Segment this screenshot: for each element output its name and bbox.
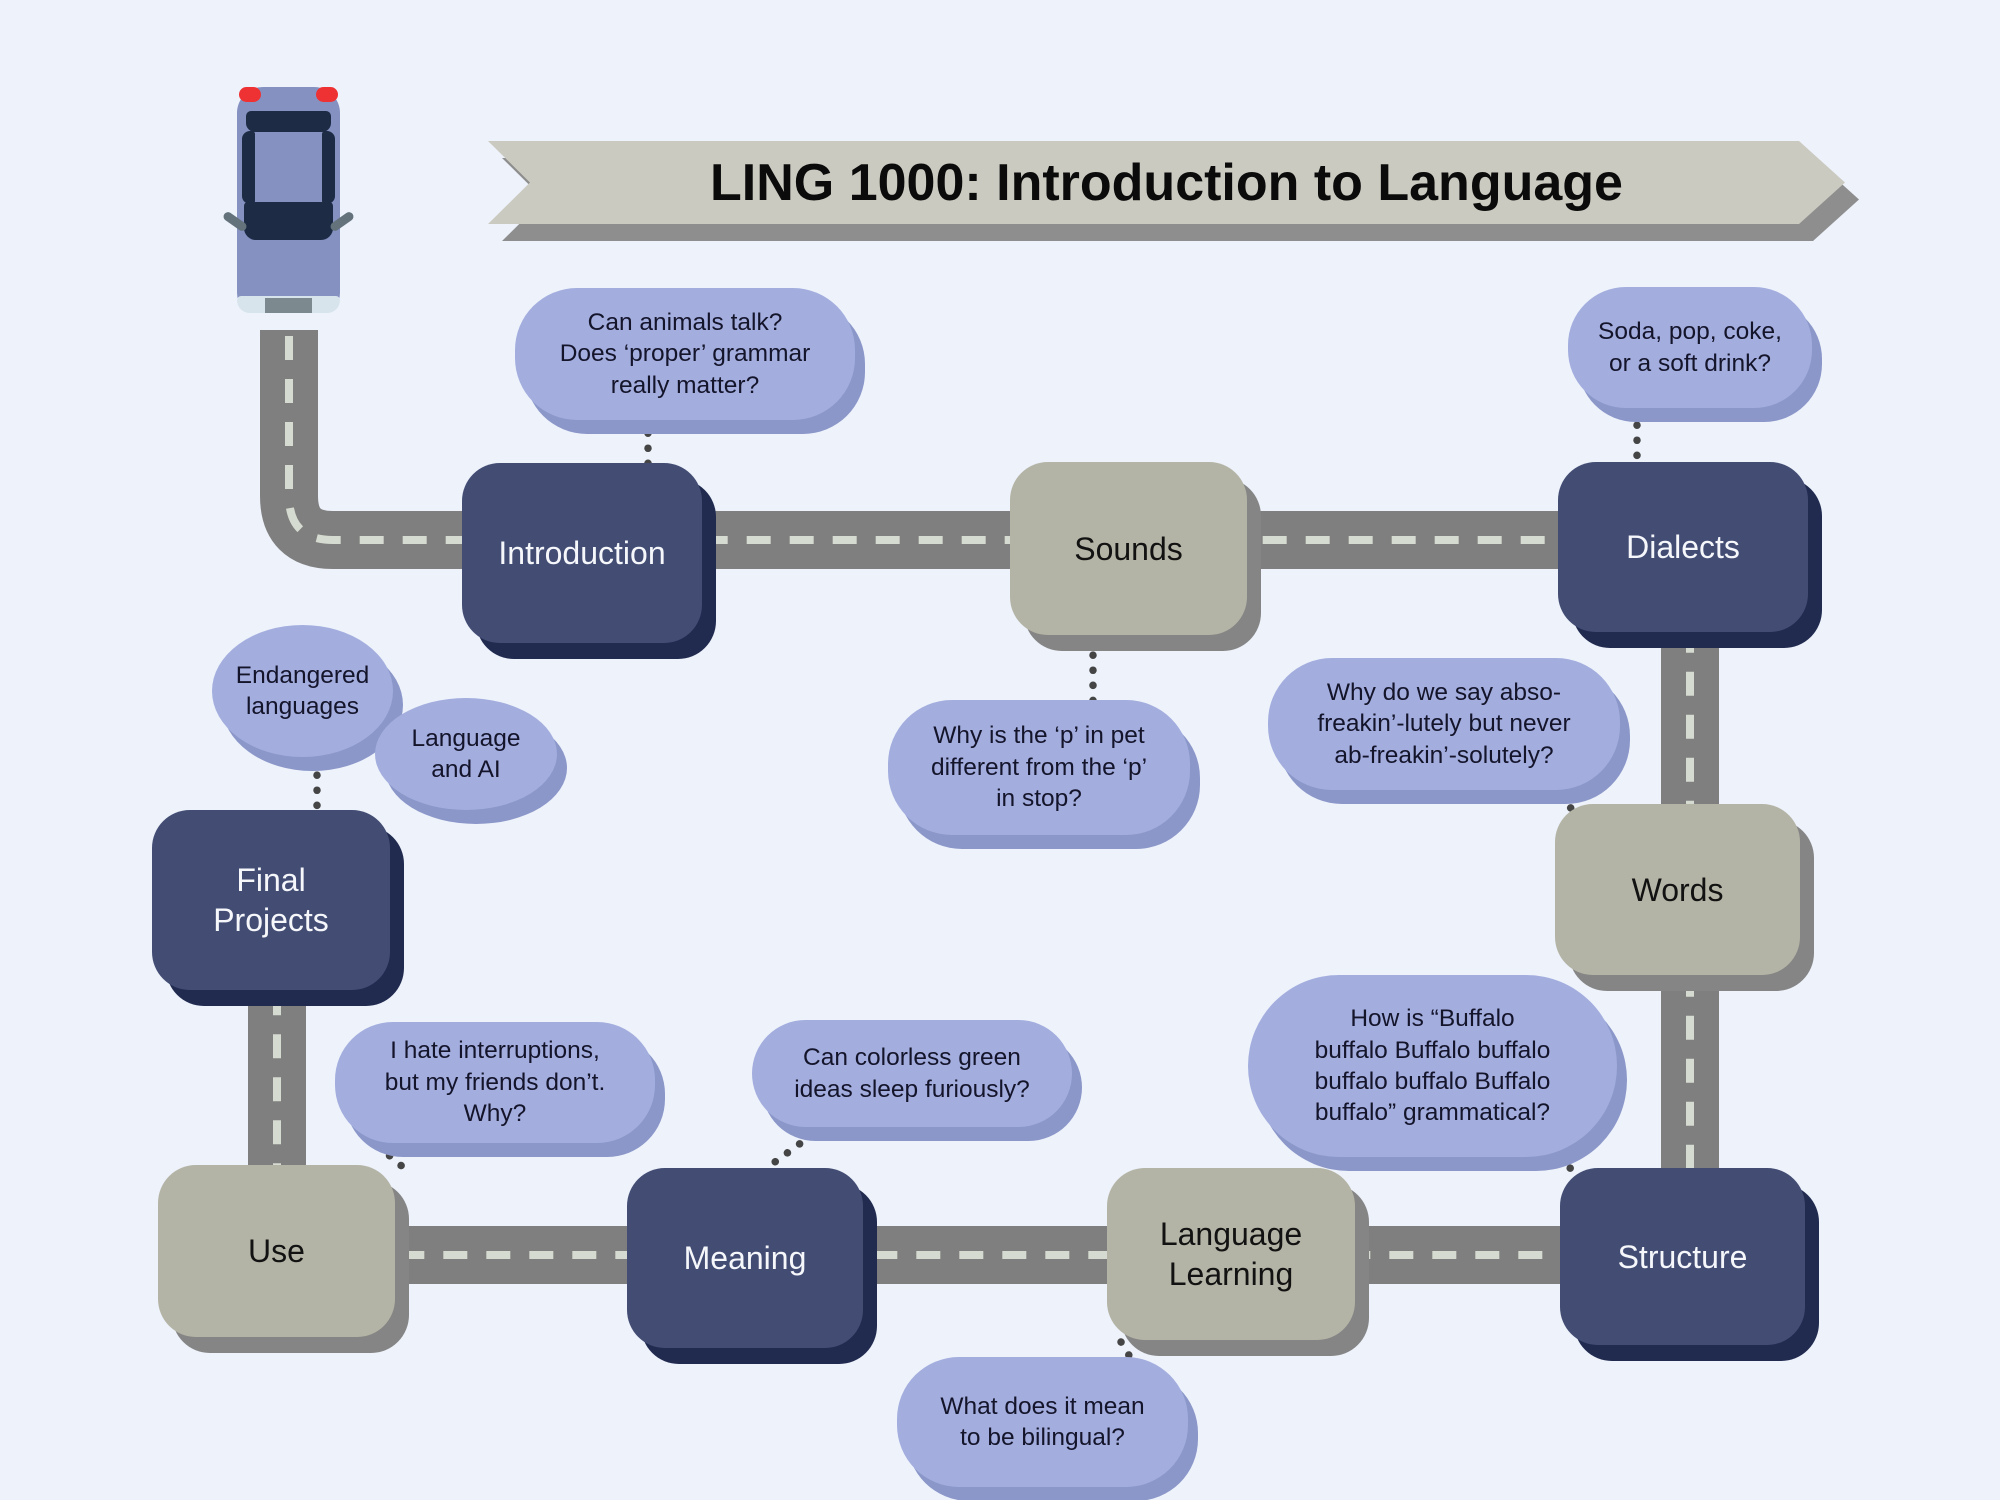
bubble-abso-freakin-lutely: Why do we say abso- freakin’-lutely but …: [1268, 658, 1620, 790]
bubble-animals-grammar: Can animals talk? Does ‘proper’ grammar …: [515, 288, 855, 420]
station-use: Use: [158, 1165, 395, 1337]
station-introduction: Introduction: [462, 463, 702, 643]
page-title: LING 1000: Introduction to Language: [710, 153, 1623, 212]
car-side-window-left: [242, 131, 255, 204]
connector-langlearn-bilingual: [1117, 1338, 1137, 1366]
bubble-p-in-pet: Why is the ‘p’ in pet different from the…: [888, 700, 1190, 835]
connector-interruptions-use: [374, 1142, 408, 1172]
car-taillight-right: [316, 87, 338, 102]
bubble-colorless-green-ideas: Can colorless green ideas sleep furiousl…: [752, 1020, 1072, 1127]
bubble-text: Soda, pop, coke, or a soft drink?: [1598, 318, 1782, 377]
car-taillight-left: [239, 87, 261, 102]
car-icon: [221, 87, 356, 313]
title-banner: LING 1000: Introduction to Language: [488, 141, 1845, 224]
connector-buffalo-structure: [1542, 1146, 1582, 1178]
bubble-bilingual: What does it mean to be bilingual?: [897, 1357, 1188, 1487]
bubble-text: Can animals talk? Does ‘proper’ grammar …: [559, 308, 811, 399]
station-structure: Structure: [1560, 1168, 1805, 1345]
car-side-window-right: [322, 131, 335, 204]
bubble-endangered-languages: Endangered languages: [212, 625, 393, 757]
bubble-buffalo-sentence: How is “Buffalo buffalo Buffalo buffalo …: [1248, 975, 1617, 1157]
station-sounds: Sounds: [1010, 462, 1247, 635]
station-label: Final Projects: [213, 862, 329, 938]
road-center-line: [273, 336, 1694, 1259]
station-language-learning: Language Learning: [1107, 1168, 1355, 1340]
station-meaning: Meaning: [627, 1168, 863, 1348]
station-label: Language Learning: [1159, 1216, 1303, 1292]
bubble-text: Why is the ‘p’ in pet different from the…: [930, 722, 1148, 813]
bubble-interruptions: I hate interruptions, but my friends don…: [335, 1022, 655, 1143]
connector-colorless-meaning: [760, 1122, 828, 1174]
station-dialects: Dialects: [1558, 462, 1808, 632]
car-windshield: [244, 202, 333, 240]
bubble-soda-pop-coke: Soda, pop, coke, or a soft drink?: [1568, 287, 1812, 408]
car-rear-window: [246, 111, 331, 132]
bubble-text: Why do we say abso- freakin’-lutely but …: [1317, 678, 1571, 769]
bubble-language-and-ai: Language and AI: [375, 698, 557, 810]
station-label: Introduction: [498, 535, 666, 571]
station-label: Words: [1631, 871, 1724, 908]
station-label: Sounds: [1074, 530, 1183, 567]
station-label: Use: [248, 1233, 305, 1269]
bubble-text: Endangered languages: [235, 661, 370, 720]
bubble-text: Language and AI: [411, 724, 521, 783]
station-label: Dialects: [1626, 529, 1740, 565]
station-label: Structure: [1617, 1238, 1748, 1275]
station-label: Meaning: [683, 1240, 807, 1276]
bubble-text: What does it mean to be bilingual?: [940, 1392, 1145, 1451]
bubble-text: How is “Buffalo buffalo Buffalo buffalo …: [1314, 1005, 1551, 1127]
bubble-text: Can colorless green ideas sleep furiousl…: [794, 1044, 1030, 1103]
station-final-projects: Final Projects: [152, 810, 390, 990]
car-front-grille: [265, 298, 312, 313]
bubble-text: I hate interruptions, but my friends don…: [384, 1037, 606, 1128]
station-words: Words: [1555, 804, 1800, 975]
